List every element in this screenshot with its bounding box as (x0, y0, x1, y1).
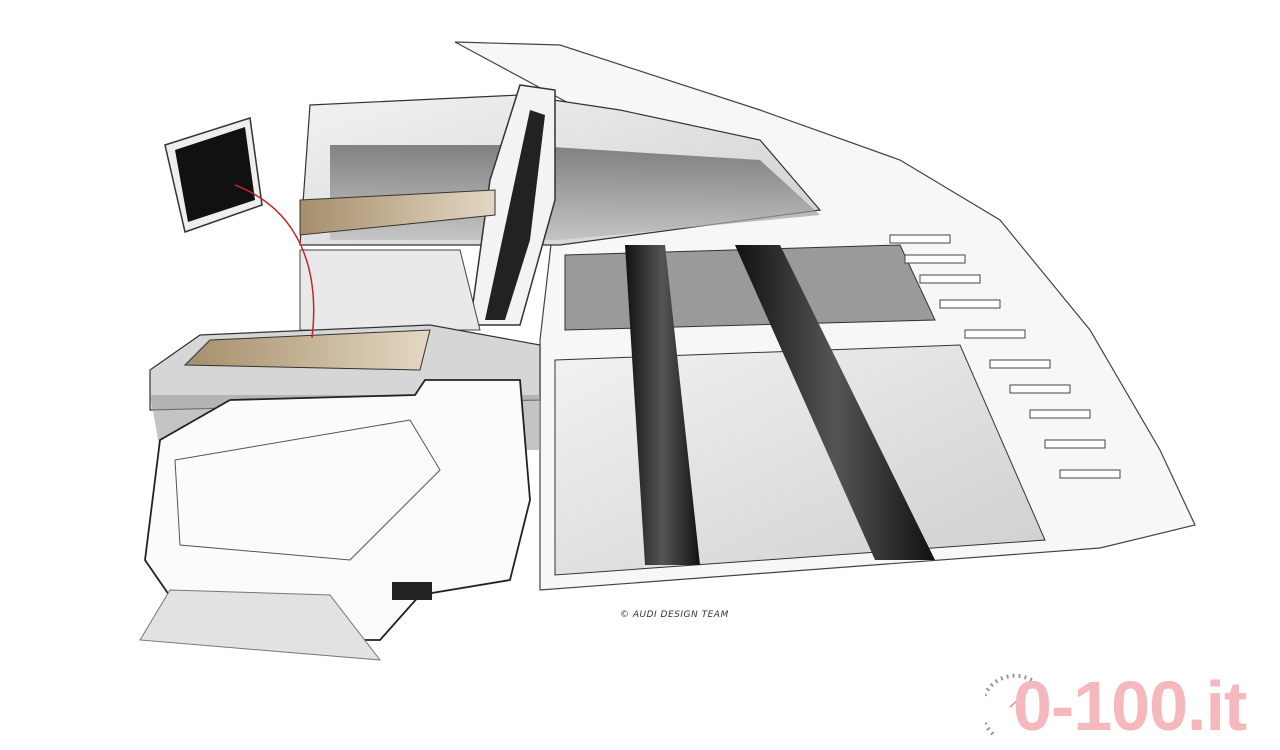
callout-arrow (234, 184, 315, 339)
strap-right (735, 245, 935, 560)
side-vents (889, 234, 1121, 479)
artwork-credit: © AUDI DESIGN TEAM (620, 610, 729, 620)
tablet-display (164, 117, 263, 233)
console-wood-trim (183, 329, 431, 371)
speedometer-icon (985, 673, 1039, 736)
door-wood-trim (299, 189, 496, 236)
watermark-text: 0-100.it (1013, 667, 1247, 745)
watermark: 0-100.it (985, 667, 1275, 745)
strap-left (625, 245, 700, 565)
